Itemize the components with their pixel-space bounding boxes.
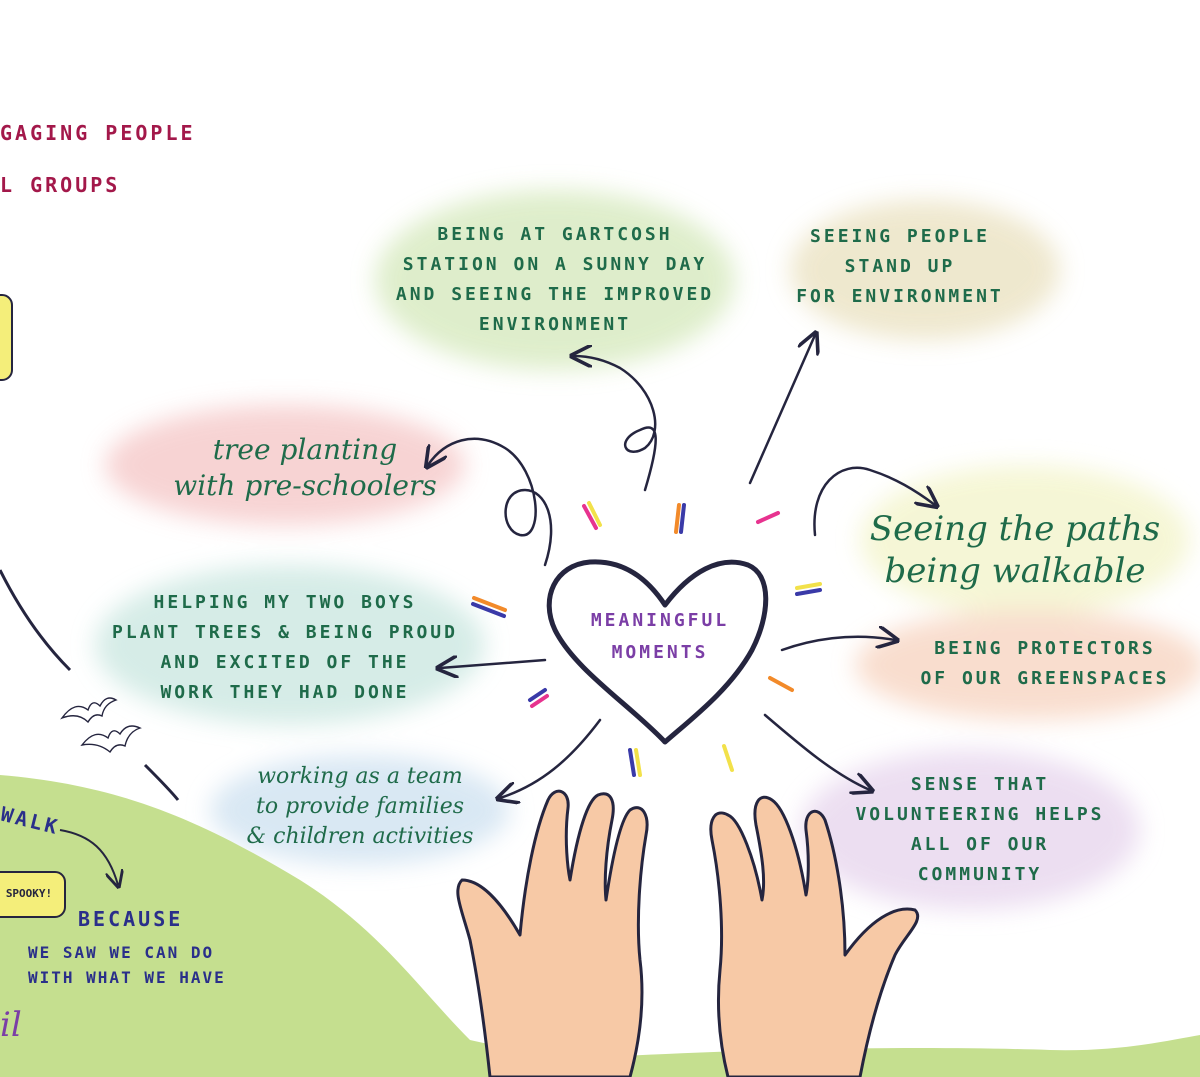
arrow-to-paths — [813, 466, 935, 537]
moment-line: ENVIRONMENT — [478, 314, 632, 335]
bat-icon — [60, 697, 142, 754]
moment-line: COMMUNITY — [917, 864, 1043, 885]
moment-line: HELPING MY TWO BOYS — [153, 592, 417, 613]
moment-line: tree planting — [212, 433, 398, 466]
moment-team: working as a team to provide families & … — [215, 762, 505, 852]
moment-line: SENSE THAT — [910, 774, 1050, 795]
moment-line: being walkable — [884, 551, 1146, 591]
moment-volunteering: SENSE THAT VOLUNTEERING HELPS ALL OF OUR… — [830, 770, 1130, 890]
moment-line: WORK THEY HAD DONE — [160, 682, 410, 703]
center-title-line-1: MEANINGFUL — [590, 610, 730, 631]
left-curve-lower — [143, 763, 180, 801]
moment-gartcosh: BEING AT GARTCOSH STATION ON A SUNNY DAY… — [365, 220, 745, 340]
saw-line-2: WITH WHAT WE HAVE — [28, 968, 226, 987]
walk-arrow — [59, 829, 118, 885]
moment-line: STATION ON A SUNNY DAY — [402, 254, 708, 275]
moment-line: AND SEEING THE IMPROVED — [395, 284, 715, 305]
watercolor-blobs — [95, 190, 1200, 910]
moment-line: working as a team — [257, 764, 463, 789]
saw-line-1: WE SAW WE CAN DO — [28, 943, 215, 962]
moment-protectors: BEING PROTECTORS OF OUR GREENSPACES — [895, 634, 1195, 694]
center-title-line-2: MOMENTS — [611, 642, 709, 663]
blob-tan — [790, 200, 1060, 340]
left-curve — [0, 569, 72, 672]
moment-helping-boys: HELPING MY TWO BOYS PLANT TREES & BEING … — [85, 588, 485, 708]
arrow-to-tree-planting — [428, 437, 553, 567]
moment-line: BEING PROTECTORS — [934, 638, 1156, 659]
moment-line: ALL OF OUR — [910, 834, 1050, 855]
arrow-to-gartcosh — [574, 356, 657, 492]
arrow-to-team — [500, 718, 602, 798]
moment-line: FOR ENVIRONMENT — [796, 286, 1004, 307]
green-hill — [0, 775, 1200, 1077]
spooky-bubble — [0, 871, 66, 918]
moment-line: to provide families — [255, 794, 465, 819]
moment-tree-planting: tree planting with pre-schoolers — [135, 432, 475, 504]
moment-line: STAND UP — [844, 256, 956, 277]
moment-line: PLANT TREES & BEING PROUD — [112, 622, 458, 643]
arrow-to-helping — [440, 660, 547, 668]
spooky-bubble-text: SPOOKY! — [5, 887, 53, 900]
arrows — [428, 335, 935, 798]
moment-line: SEEING PEOPLE — [810, 226, 990, 247]
arrow-to-volunteering — [763, 713, 870, 790]
blob-blue — [210, 755, 510, 865]
sparkle-dashes — [471, 501, 822, 777]
moment-line: Seeing the paths — [869, 509, 1161, 549]
left-edge-line-1: GAGING PEOPLE — [0, 121, 196, 145]
moment-line: VOLUNTEERING HELPS — [855, 804, 1105, 825]
moment-line: with pre-schoolers — [173, 469, 437, 502]
blob-pink — [105, 405, 465, 525]
center-title: MEANINGFUL MOMENTS — [560, 605, 760, 669]
heart-icon — [546, 559, 769, 745]
moment-paths: Seeing the paths being walkable — [855, 508, 1175, 592]
arrow-to-standup — [748, 335, 815, 485]
moment-line: AND EXCITED OF THE — [160, 652, 410, 673]
moment-stand-up: SEEING PEOPLE STAND UP FOR ENVIRONMENT — [770, 222, 1030, 312]
moment-line: OF OUR GREENSPACES — [920, 668, 1170, 689]
blob-yellow — [860, 465, 1190, 615]
yellow-note-edge — [0, 294, 13, 381]
blob-peach — [855, 610, 1200, 720]
blob-teal — [95, 565, 485, 725]
left-edge-fragment: il — [0, 1005, 22, 1045]
arrow-to-protectors — [780, 637, 895, 652]
blob-lilac — [800, 750, 1140, 910]
moment-line: & children activities — [246, 824, 474, 849]
moment-line: BEING AT GARTCOSH — [437, 224, 673, 245]
hands-icon — [456, 789, 919, 1077]
blob-green — [375, 190, 735, 370]
left-edge-line-2: L GROUPS — [0, 173, 121, 197]
because-label: BECAUSE — [78, 907, 184, 931]
